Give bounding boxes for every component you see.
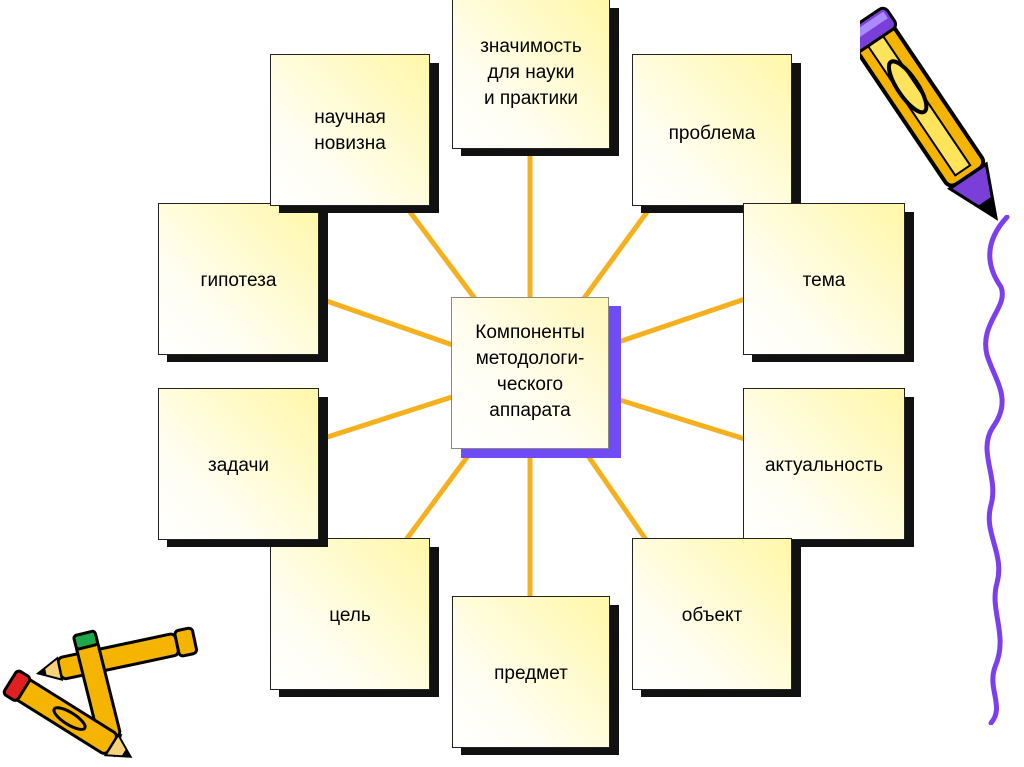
- node-tsel[interactable]: цель: [270, 538, 430, 690]
- squiggle-line: [983, 215, 1010, 725]
- center-node[interactable]: Компоненты методологи- ческого аппарата: [451, 297, 609, 449]
- node-zadachi-label: задачи: [207, 455, 270, 476]
- center-node-label: Компоненты методологи- ческого аппарата: [475, 322, 585, 421]
- node-znachimost[interactable]: значимость для науки и практики: [452, 0, 610, 149]
- node-gipoteza-label: гипотеза: [200, 270, 277, 291]
- node-tema[interactable]: тема: [743, 203, 905, 355]
- node-aktualnost-label: актуальность: [764, 455, 883, 476]
- node-aktualnost[interactable]: актуальность: [743, 388, 905, 540]
- node-problema[interactable]: проблема: [632, 54, 792, 206]
- node-znachimost-label: значимость для науки и практики: [480, 36, 582, 109]
- node-novizna[interactable]: научная новизна: [270, 54, 430, 206]
- node-problema-label: проблема: [668, 123, 756, 144]
- node-predmet-label: предмет: [494, 663, 568, 684]
- node-predmet[interactable]: предмет: [452, 596, 610, 748]
- node-novizna-label: научная новизна: [314, 107, 386, 154]
- node-obekt[interactable]: объект: [632, 538, 792, 690]
- node-zadachi[interactable]: задачи: [158, 388, 319, 540]
- node-obekt-label: объект: [681, 605, 743, 626]
- node-tsel-label: цель: [329, 605, 371, 626]
- node-tema-label: тема: [802, 270, 846, 291]
- node-gipoteza[interactable]: гипотеза: [158, 203, 319, 355]
- pencil-icon-top-right: [860, 6, 999, 221]
- pencils-icon-bottom-left: [2, 626, 199, 758]
